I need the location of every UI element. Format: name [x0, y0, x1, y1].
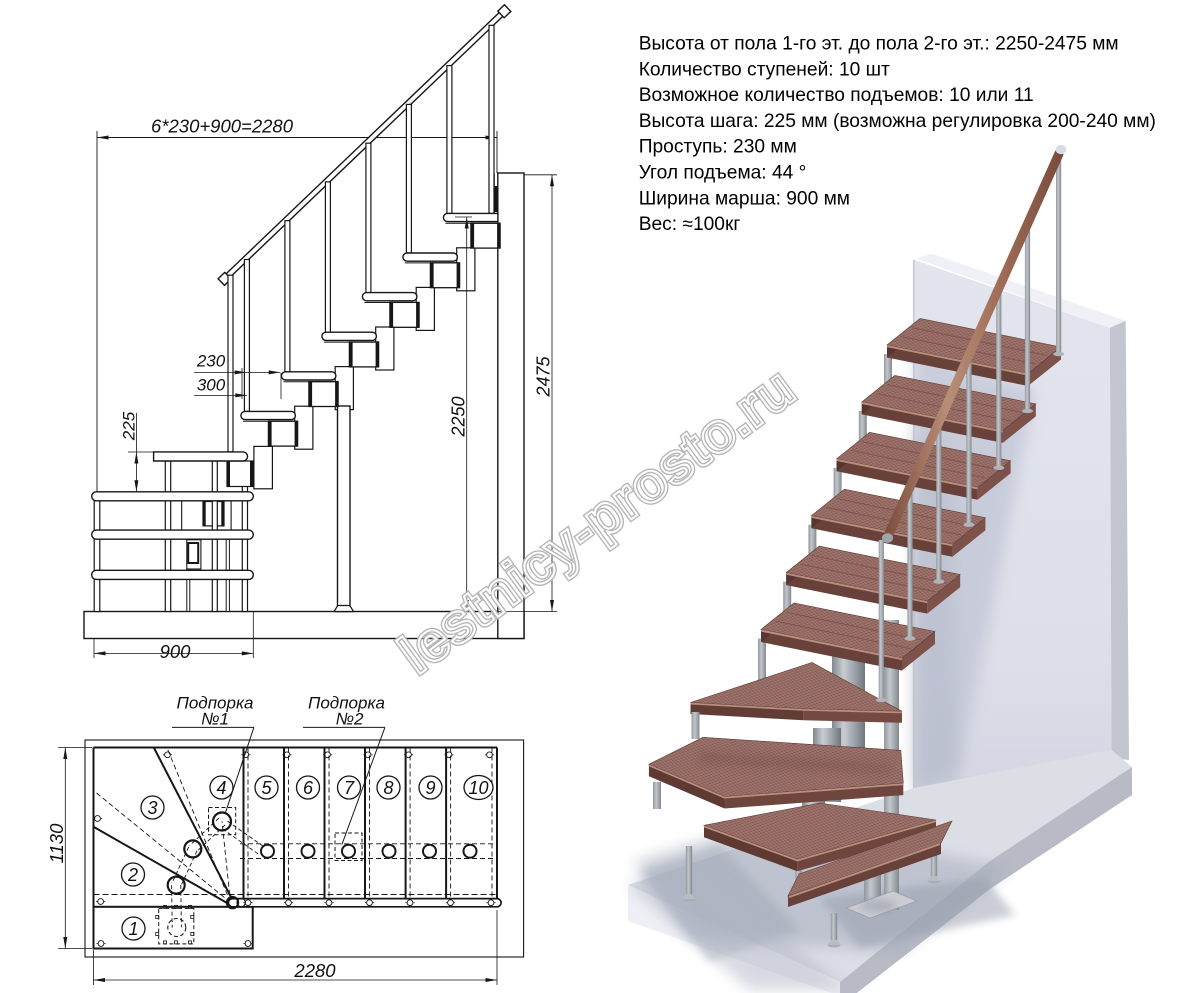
svg-text:2250: 2250	[449, 396, 469, 437]
svg-text:5: 5	[261, 778, 272, 798]
svg-text:Ширина марша: 900 мм: Ширина марша: 900 мм	[639, 188, 850, 209]
svg-text:6: 6	[303, 778, 314, 798]
svg-text:1: 1	[128, 919, 138, 939]
svg-text:300: 300	[197, 376, 226, 395]
svg-text:10: 10	[468, 778, 488, 798]
svg-text:1130: 1130	[46, 823, 67, 863]
svg-text:9: 9	[425, 778, 435, 798]
svg-text:№1: №1	[201, 710, 229, 729]
svg-text:№2: №2	[336, 710, 364, 729]
svg-text:Количество ступеней: 10 шт: Количество ступеней: 10 шт	[639, 59, 890, 80]
svg-text:2475: 2475	[534, 355, 554, 397]
svg-text:Угол подъема: 44 °: Угол подъема: 44 °	[639, 163, 807, 184]
svg-text:3: 3	[147, 798, 157, 818]
svg-text:7: 7	[344, 778, 355, 798]
svg-text:Подпорка: Подпорка	[177, 694, 254, 713]
svg-text:Возможное количество подъемов:: Возможное количество подъемов: 10 или 11	[639, 85, 1034, 106]
svg-text:Вес: ≈100кг: Вес: ≈100кг	[639, 214, 741, 235]
svg-text:Подпорка: Подпорка	[308, 694, 385, 713]
svg-text:Высота шага: 225 мм (возможна: Высота шага: 225 мм (возможна регулировк…	[639, 111, 1156, 132]
svg-text:2280: 2280	[293, 960, 336, 981]
svg-text:8: 8	[383, 778, 393, 798]
svg-text:230: 230	[196, 352, 226, 371]
svg-text:2: 2	[127, 865, 138, 885]
svg-text:4: 4	[216, 778, 226, 798]
svg-text:900: 900	[160, 641, 192, 662]
svg-text:225: 225	[120, 411, 139, 441]
svg-text:6*230+900=2280: 6*230+900=2280	[151, 116, 294, 137]
svg-text:Высота от пола 1-го эт. до пол: Высота от пола 1-го эт. до пола 2-го эт.…	[639, 34, 1119, 55]
svg-text:Проступь: 230 мм: Проступь: 230 мм	[639, 137, 797, 158]
